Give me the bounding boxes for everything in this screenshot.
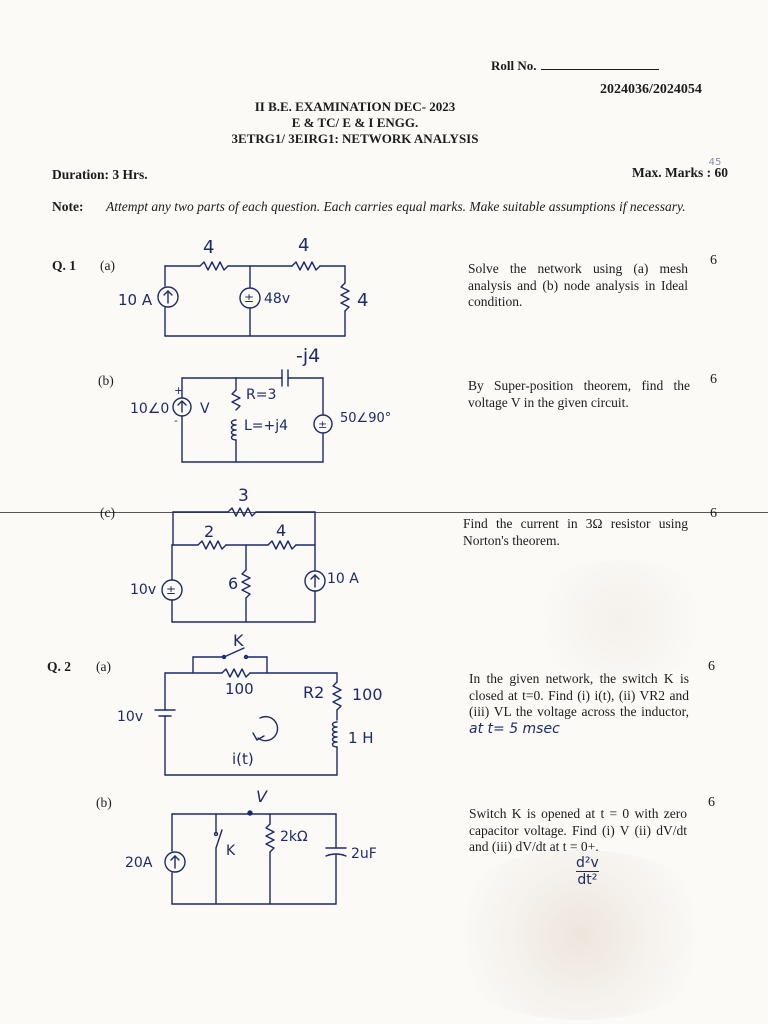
part-label: (a): [96, 659, 111, 674]
voltage-source-label: 10v: [117, 709, 144, 725]
source-label: 50∠90°: [340, 411, 392, 426]
part-label: (b): [98, 373, 114, 388]
resistor-label: 100: [225, 680, 254, 698]
part-label: (a): [100, 258, 115, 273]
question-text: Find the current in 3Ω resistor using No…: [463, 516, 688, 548]
source-label: 10∠0: [130, 401, 170, 417]
current-source-label: 20A: [125, 855, 153, 871]
resistor-label: 4: [357, 290, 369, 311]
node-voltage-label: V: [256, 787, 267, 806]
subject-title: 3ETRG1/ 3EIRG1: NETWORK ANALYSIS: [231, 131, 479, 146]
resistor-label: R=3: [246, 387, 277, 403]
question-text: By Super-position theorem, find the volt…: [468, 378, 690, 410]
part-label: (b): [96, 795, 112, 810]
note-text: Attempt any two parts of each question. …: [106, 199, 686, 214]
voltage-source-label: 48v: [264, 291, 291, 307]
plus-minus-icon: ±: [166, 583, 176, 597]
exam-title-block: II B.E. EXAMINATION DEC- 2023 E & TC/ E …: [0, 99, 710, 147]
voltage-v-label: V: [200, 401, 210, 417]
marks: 6: [710, 253, 717, 268]
current-source-label: 10 A: [327, 571, 359, 587]
part-label: (c): [100, 505, 115, 520]
marks: 6: [708, 659, 715, 674]
plus-minus-icon: ±: [318, 418, 327, 431]
roll-no-label: Roll No.: [491, 58, 659, 74]
resistor-label: 4: [276, 521, 287, 540]
plus-minus-icon: ±: [244, 291, 254, 305]
resistor-label: 4: [298, 235, 310, 256]
resistor-label: 2: [204, 522, 215, 541]
paper-stain: [520, 560, 720, 680]
current-source-label: 10 A: [118, 291, 153, 309]
resistor-label: 6: [228, 574, 239, 593]
note-label: Note:: [52, 199, 84, 214]
paper-codes: 2024036/2024054: [600, 82, 702, 97]
handwritten-derivative: d²v dt²: [576, 855, 599, 888]
question-number: Q. 1: [52, 258, 77, 273]
voltage-source-label: 10v: [130, 582, 157, 598]
duration: Duration: 3 Hrs.: [52, 167, 148, 182]
switch-label: K: [233, 631, 244, 650]
plus-sign: +: [174, 384, 184, 397]
paper-stain: [430, 850, 730, 1020]
branch-title: E & TC/ E & I ENGG.: [291, 115, 419, 130]
resistor-label: 4: [203, 237, 215, 258]
switch-label: K: [226, 843, 236, 859]
capacitor-label: -j4: [296, 345, 321, 367]
question-text: In the given network, the switch K is cl…: [469, 671, 689, 737]
current-label: i(t): [232, 750, 254, 768]
max-marks-handwritten: 45: [708, 157, 722, 168]
resistor-label: 2kΩ: [280, 829, 308, 845]
page-fold-line: [0, 512, 768, 513]
resistor-label: 100: [352, 685, 383, 704]
capacitor-label: 2uF: [351, 846, 377, 862]
resistor-name-label: R2: [303, 683, 325, 702]
marks: 6: [708, 795, 715, 810]
marks: 6: [710, 506, 717, 521]
marks: 6: [710, 372, 717, 387]
handwritten-note: at t= 5 msec: [469, 720, 560, 737]
question-text: Switch K is opened at t = 0 with zero ca…: [469, 806, 687, 854]
minus-sign: -: [174, 414, 178, 427]
exam-title: II B.E. EXAMINATION DEC- 2023: [254, 99, 456, 114]
question-number: Q. 2: [47, 659, 72, 674]
inductor-label: 1 H: [348, 729, 374, 747]
resistor-label: 3: [238, 486, 249, 506]
max-marks: Max. Marks 45: 60: [632, 157, 728, 180]
question-text: Solve the network using (a) mesh analysi…: [468, 261, 688, 309]
inductor-label: L=+j4: [244, 418, 289, 434]
